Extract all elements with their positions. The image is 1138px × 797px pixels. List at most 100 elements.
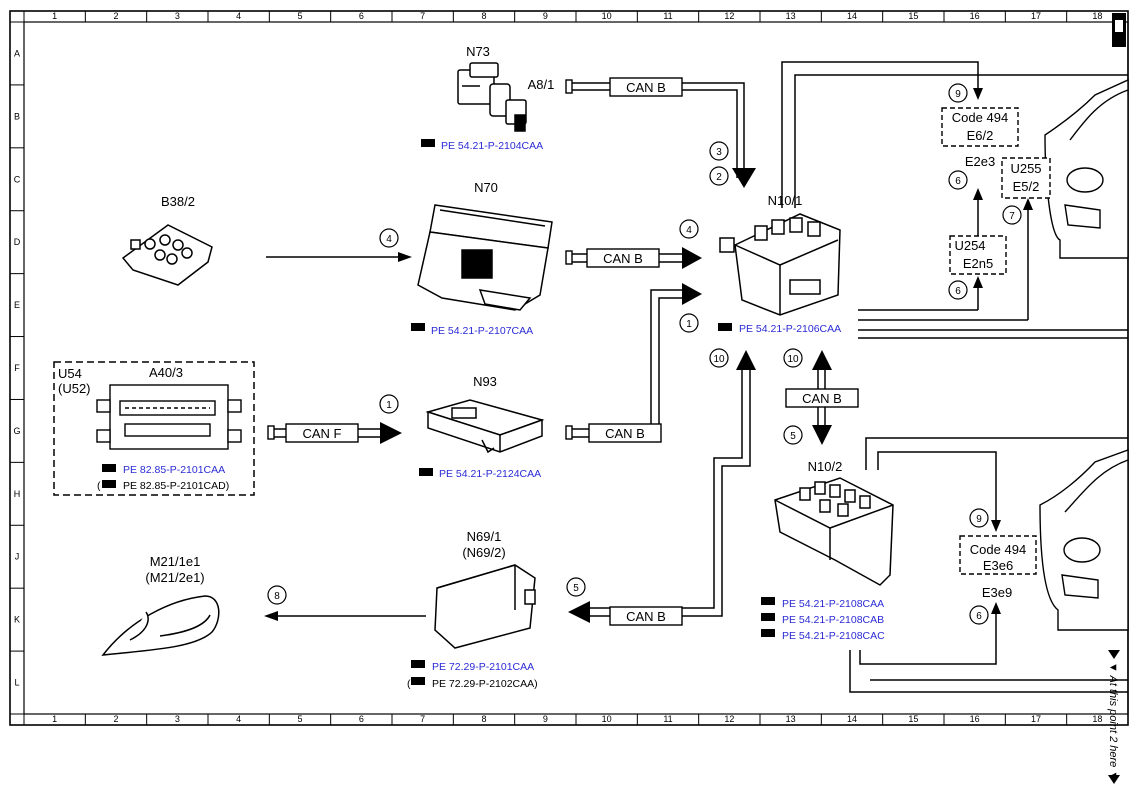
car-front-bottom-icon [1039, 449, 1129, 631]
n93-label: N93 [473, 374, 497, 389]
can-b-label-n73: CAN B [626, 80, 666, 95]
a8-1-label: A8/1 [528, 77, 555, 92]
circle-9b: 9 [976, 514, 982, 525]
circle-9a: 9 [955, 89, 961, 100]
u54-ref2-paren: ( [97, 480, 101, 492]
u54-label: U54 [58, 366, 82, 381]
e2e3-label: E2e3 [965, 154, 995, 169]
can-b-label-n93: CAN B [605, 426, 645, 441]
a40-label: A40/3 [149, 365, 183, 380]
circle-6b: 6 [955, 286, 961, 297]
b38-label: B38/2 [161, 194, 195, 209]
circle-6a: 6 [955, 176, 961, 187]
step-circle-numbers: 3 2 4 4 1 1 10 10 5 5 8 9 6 7 6 9 6 [274, 89, 1015, 622]
column-label: 14 [847, 714, 857, 724]
code494-bottom-line2: E3e6 [983, 558, 1013, 573]
car-front-top-icon [1044, 78, 1129, 259]
circle-2: 2 [716, 172, 722, 183]
column-label: 5 [297, 11, 302, 21]
column-label: 7 [420, 714, 425, 724]
can-f-label: CAN F [303, 426, 342, 441]
column-label: 1 [52, 11, 57, 21]
column-label: 18 [1092, 11, 1102, 21]
can-b-label-n70: CAN B [603, 251, 643, 266]
n69-ref-link[interactable]: PE 72.29-P-2101CAA [432, 661, 534, 673]
can-b-label-n10: CAN B [802, 391, 842, 406]
n69-1-label: N69/1 [467, 529, 502, 544]
code494-top-line1: Code 494 [952, 110, 1008, 125]
u54-ref-link[interactable]: PE 82.85-P-2101CAA [123, 464, 225, 476]
n69-2-label: (N69/2) [462, 545, 505, 560]
row-label: H [14, 489, 21, 499]
function-boxes [941, 107, 1051, 575]
n70-overhead-panel-icon [417, 204, 553, 311]
column-label: 13 [786, 714, 796, 724]
column-label: 15 [908, 714, 918, 724]
page-note: ▼ At this point 2 here ▼ [1107, 662, 1119, 781]
ref-pointer-icons [102, 139, 775, 685]
n69-door-module-icon [434, 564, 536, 649]
circle-6c: 6 [976, 611, 982, 622]
n10-2-ref-link-3[interactable]: PE 54.21-P-2108CAC [782, 630, 885, 642]
circle-10a: 10 [713, 354, 725, 365]
column-label: 6 [359, 714, 364, 724]
step-circles [267, 83, 1022, 625]
column-label: 16 [970, 11, 980, 21]
column-label: 9 [543, 11, 548, 21]
n10-1-sam-icon [719, 213, 841, 316]
column-label: 2 [113, 11, 118, 21]
column-label: 16 [970, 714, 980, 724]
column-label: 8 [481, 714, 486, 724]
n70-ref-link[interactable]: PE 54.21-P-2107CAA [431, 325, 533, 337]
column-label: 3 [175, 11, 180, 21]
row-label: A [14, 48, 20, 58]
circle-10b: 10 [787, 354, 799, 365]
column-label: 11 [663, 11, 672, 21]
column-ticks [23, 11, 1129, 725]
n10-2-ref-link-1[interactable]: PE 54.21-P-2108CAA [782, 598, 884, 610]
n73-ref-link[interactable]: PE 54.21-P-2104CAA [441, 140, 543, 152]
n10-2-ref-link-2[interactable]: PE 54.21-P-2108CAB [782, 614, 884, 626]
column-label: 1 [52, 714, 57, 724]
circle-1a: 1 [686, 319, 692, 330]
u254-line2: E2n5 [963, 256, 993, 271]
row-label: J [15, 552, 20, 562]
column-label: 17 [1031, 11, 1041, 21]
m21-mirror-icon [101, 595, 220, 656]
circle-8: 8 [274, 591, 280, 602]
n93-ref-link[interactable]: PE 54.21-P-2124CAA [439, 468, 541, 480]
row-label: D [14, 237, 21, 247]
u54-dashed-box [53, 361, 255, 496]
u254-line1: U254 [954, 238, 985, 253]
can-b-label-n69: CAN B [626, 609, 666, 624]
u52-label: (U52) [58, 381, 91, 396]
n10-2-fuse-box-icon [774, 477, 894, 586]
column-label: 15 [908, 11, 918, 21]
column-label: 7 [420, 11, 425, 21]
row-label: L [14, 678, 19, 688]
row-label: F [14, 363, 20, 373]
column-label: 14 [847, 11, 857, 21]
column-label: 12 [724, 714, 734, 724]
n10-1-ref-link[interactable]: PE 54.21-P-2106CAA [739, 323, 841, 335]
u255-line1: U255 [1010, 161, 1041, 176]
circle-5b: 5 [573, 583, 579, 594]
column-label: 4 [236, 11, 241, 21]
n93-gateway-icon [425, 399, 545, 454]
n10-2-label: N10/2 [808, 459, 843, 474]
code494-bottom-line1: Code 494 [970, 542, 1026, 557]
column-label: 17 [1031, 714, 1041, 724]
row-label: E [14, 300, 20, 310]
circle-4a: 4 [686, 225, 692, 236]
n69-ref2-text: PE 72.29-P-2102CAA) [432, 678, 538, 690]
u54-ref2-text: PE 82.85-P-2101CAD) [123, 480, 229, 492]
row-ticks [10, 21, 24, 715]
row-label: K [14, 615, 20, 625]
a40-display-icon [96, 384, 242, 450]
column-label: 13 [786, 11, 796, 21]
column-label: 11 [663, 714, 672, 724]
n73-ignition-switch-icon [457, 62, 527, 132]
row-label: G [13, 426, 20, 436]
can-label-boxes [267, 77, 859, 626]
